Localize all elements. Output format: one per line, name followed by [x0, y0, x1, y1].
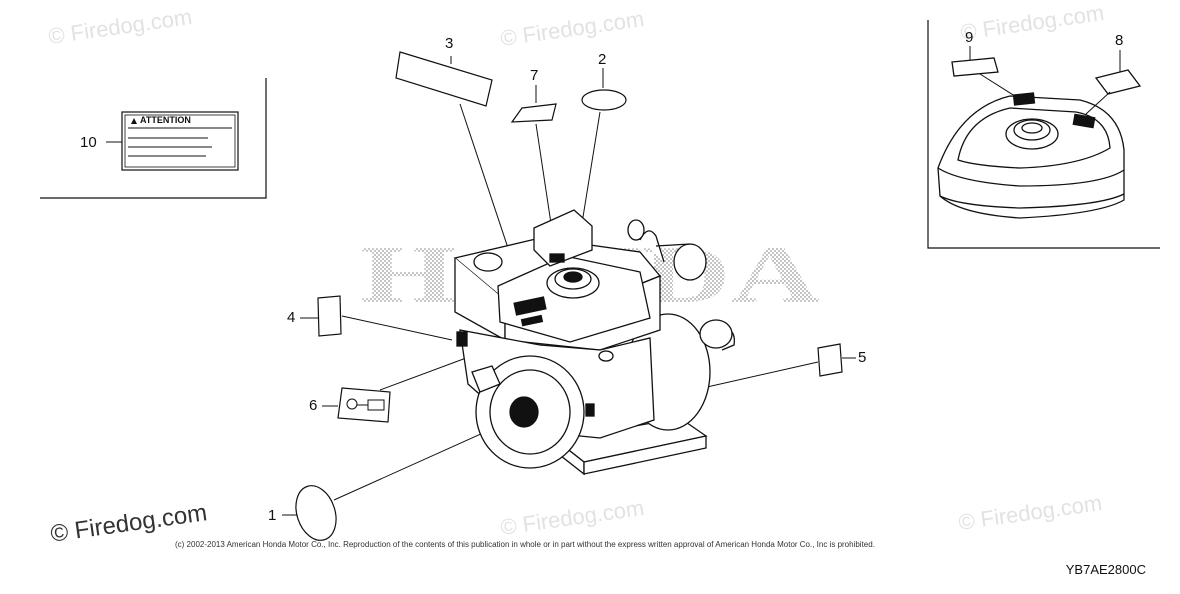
callout-4: 4	[287, 309, 296, 326]
warning-triangle-icon	[131, 118, 137, 124]
callout-3: 3	[445, 35, 454, 52]
fuel-tank-inset	[937, 46, 1142, 219]
attention-label-part	[106, 111, 239, 171]
attention-label-text: ATTENTION	[140, 115, 191, 125]
callout-6: 6	[309, 397, 318, 414]
callout-5: 5	[858, 349, 867, 366]
callout-1: 1	[268, 507, 277, 524]
water-pump-engine	[453, 209, 735, 476]
copyright-notice: (c) 2002-2013 American Honda Motor Co., …	[175, 540, 875, 549]
inset-frame-right	[927, 20, 1160, 249]
part-4-label	[300, 295, 453, 341]
callout-9: 9	[965, 29, 974, 46]
drawing-code: YB7AE2800C	[1065, 562, 1146, 577]
callout-2: 2	[598, 51, 607, 68]
inset-frame-left	[40, 78, 267, 199]
part-1-label	[282, 419, 513, 541]
callout-7: 7	[530, 67, 539, 84]
callout-8: 8	[1115, 32, 1124, 49]
callout-10: 10	[80, 134, 97, 151]
